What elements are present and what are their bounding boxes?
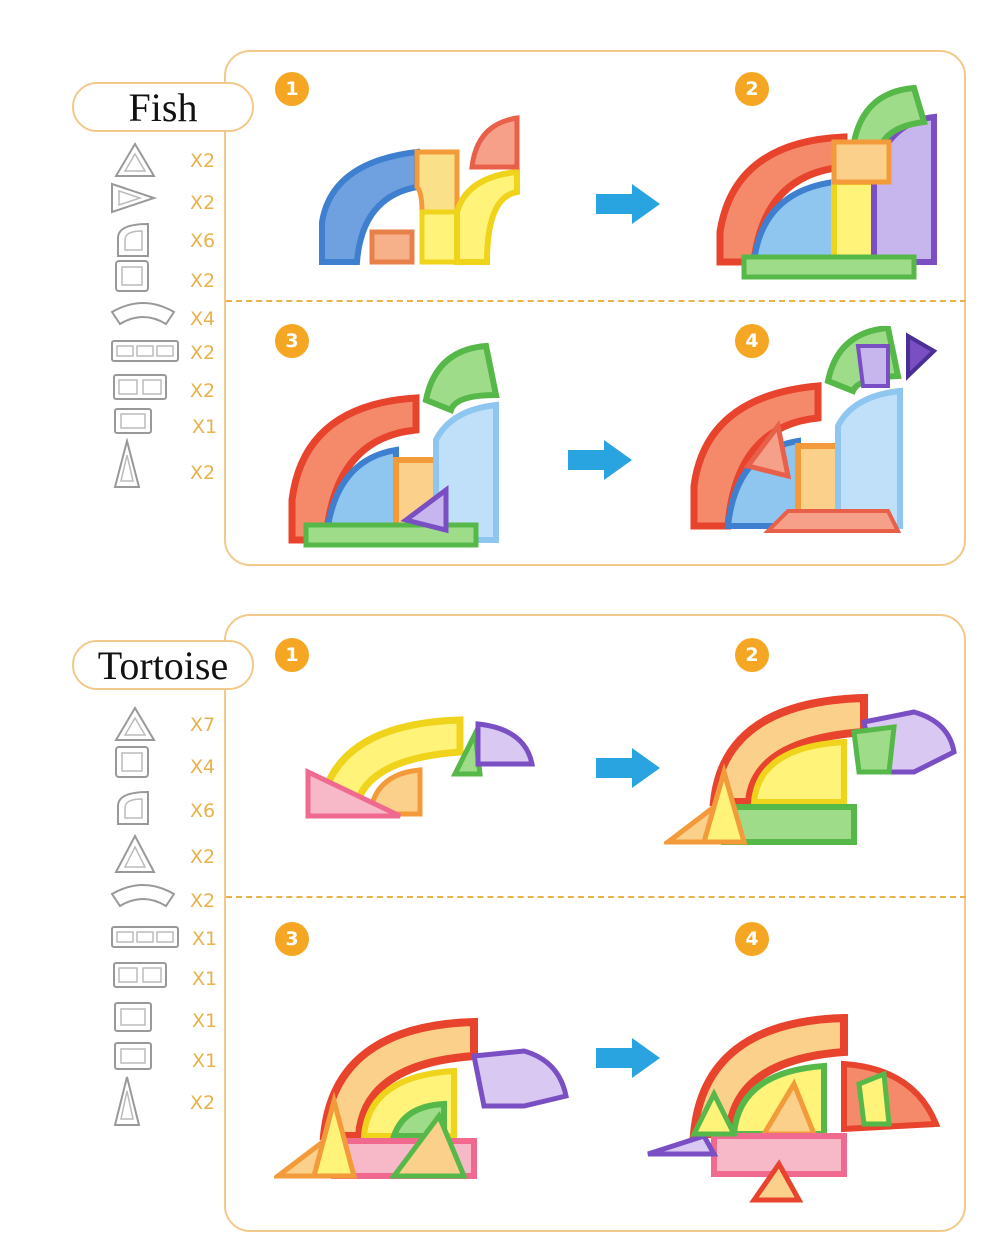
square-icon	[115, 260, 149, 292]
tortoise-title: Tortoise	[72, 640, 254, 690]
fish-step-2-badge: 2	[735, 72, 769, 106]
arrow-right-icon	[596, 184, 660, 224]
part-count: X2	[190, 1092, 216, 1114]
arch-icon	[110, 302, 176, 326]
fish-step-1-badge: 1	[275, 72, 309, 106]
quarter-circle-icon	[117, 222, 149, 257]
part-count: X2	[190, 890, 216, 912]
rectangle-icon	[114, 408, 152, 434]
tortoise-step-3-build	[274, 1017, 569, 1179]
fish-step-4-build	[690, 326, 938, 533]
part-count: X6	[190, 230, 216, 252]
tortoise-step-1-build	[305, 716, 536, 819]
arrow-right-icon	[596, 748, 660, 788]
triple-window-icon	[111, 340, 179, 362]
fish-step-1-build	[319, 115, 520, 265]
part-count: X2	[190, 380, 216, 402]
part-count: X2	[190, 270, 216, 292]
fish-title: Fish	[72, 82, 254, 132]
triangle-icon	[114, 142, 156, 177]
arrow-right-icon	[596, 1038, 660, 1078]
right-triangle-icon	[111, 182, 158, 214]
triple-window-icon	[111, 926, 179, 948]
fish-step-2-build	[716, 84, 937, 280]
tortoise-step-2-badge: 2	[735, 638, 769, 672]
triangle-icon	[114, 833, 156, 873]
tall-triangle-icon	[113, 1076, 141, 1126]
tortoise-step-2-build	[664, 693, 957, 845]
double-window-icon	[113, 962, 167, 988]
square-icon	[115, 746, 149, 778]
arrow-right-icon	[568, 440, 632, 480]
tortoise-step-4-build	[647, 1014, 941, 1203]
part-count: X6	[190, 800, 216, 822]
part-count: X2	[190, 846, 216, 868]
tortoise-step-4-badge: 4	[735, 922, 769, 956]
quarter-circle-icon	[117, 790, 149, 825]
part-count: X2	[190, 462, 216, 484]
fish-step-4-badge: 4	[735, 324, 769, 358]
part-count: X1	[192, 416, 218, 438]
arch-icon	[110, 884, 176, 908]
rectangle-icon	[114, 1002, 152, 1032]
part-count: X2	[190, 150, 216, 172]
part-count: X7	[190, 714, 216, 736]
part-count: X2	[190, 192, 216, 214]
part-count: X1	[192, 928, 218, 950]
tall-triangle-icon	[113, 438, 141, 488]
fish-step-3-build	[288, 342, 500, 548]
tortoise-step-divider	[226, 896, 966, 898]
triangle-icon	[114, 706, 156, 741]
double-window-icon	[113, 374, 167, 400]
tortoise-step-1-badge: 1	[275, 638, 309, 672]
part-count: X1	[192, 1050, 218, 1072]
part-count: X4	[190, 308, 216, 330]
part-count: X1	[192, 1010, 218, 1032]
rectangle-icon	[114, 1042, 152, 1070]
fish-step-divider	[226, 300, 966, 302]
part-count: X2	[190, 342, 216, 364]
part-count: X1	[192, 968, 218, 990]
tortoise-step-3-badge: 3	[275, 922, 309, 956]
part-count: X4	[190, 756, 216, 778]
fish-step-3-badge: 3	[275, 324, 309, 358]
